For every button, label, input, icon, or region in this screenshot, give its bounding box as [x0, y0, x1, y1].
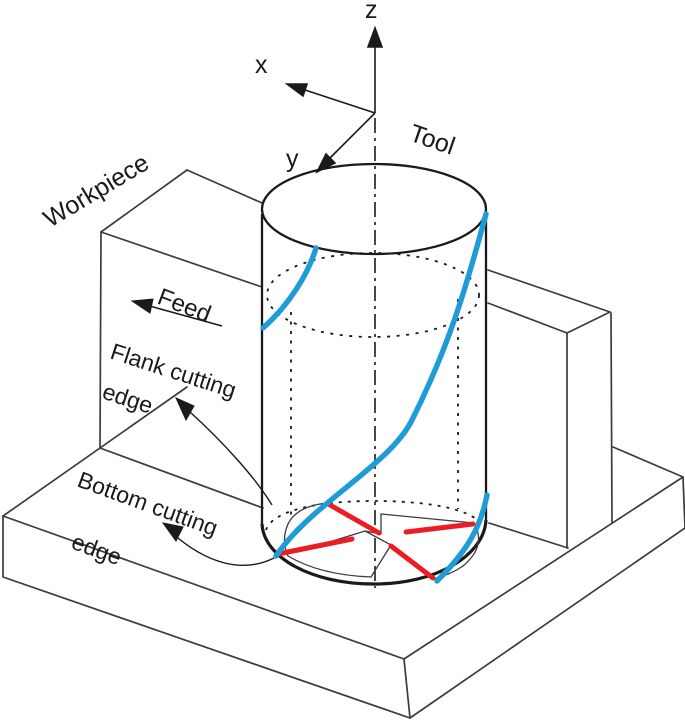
cylinder-top-face: [260, 162, 488, 256]
wall-top-back-edge: [487, 269, 611, 313]
axis-z-arrowhead: [366, 25, 384, 48]
feed-label: Feed: [154, 283, 215, 328]
workpiece-right-wall: [487, 269, 613, 549]
feed-arrow-line: [145, 304, 223, 327]
block-top-back-edge: [186, 169, 263, 204]
axis-x-line: [301, 88, 376, 114]
bottom-cutting-edge-label-line1: Bottom cutting: [74, 466, 221, 541]
end-face-arc-lower-right: [432, 565, 464, 580]
leader-arrows: [161, 397, 275, 566]
tool-label: Tool: [406, 119, 458, 160]
flank-edge-main-helix: [273, 211, 489, 559]
block-front-left-vertical: [99, 231, 102, 449]
flank-cutting-edges: [260, 211, 490, 584]
flank-cutting-edge-label-line2: edge: [99, 378, 156, 419]
floor-edge-right-wall: [488, 522, 569, 549]
hidden-surface-ellipse: [266, 252, 480, 338]
feed-arrow: [130, 298, 223, 327]
axis-y-arrowhead: [315, 152, 337, 174]
wall-top-end-edge: [566, 311, 611, 334]
bottom-cutting-edge-label-line2: edge: [68, 528, 125, 570]
bottom-edge-lip-4: [388, 543, 436, 581]
flank-edge-upper-left: [260, 245, 319, 331]
axis-y-label: y: [286, 145, 299, 173]
bottom-leader-arrowhead: [161, 522, 184, 542]
end-face-land-edge-2: [380, 513, 475, 524]
flank-leader-arrowhead: [175, 397, 195, 422]
tool-cylinder: [260, 118, 488, 588]
text-labels: z x y Tool Workpiece Feed Flank cutting …: [39, 0, 459, 570]
flank-leader-curve: [189, 411, 273, 506]
coordinate-axes: [284, 25, 384, 174]
wall-top-front-edge: [487, 302, 568, 334]
block-top-front-edge: [100, 231, 263, 288]
axis-x-arrowhead: [284, 83, 309, 98]
flank-edge-lower-right: [434, 492, 490, 584]
end-face-arc-lower-left: [287, 555, 372, 578]
end-face-center-link: [364, 530, 392, 546]
bottom-edge-lip-2: [275, 536, 355, 557]
bottom-edge-lip-1: [327, 502, 382, 536]
base-top-front-edges: [2, 476, 684, 660]
wall-right-vertical: [610, 312, 613, 523]
base-front-corner-edge: [403, 658, 411, 719]
bottom-edge-lip-3: [403, 521, 476, 535]
cylinder-bottom-hidden-arc: [265, 500, 484, 531]
axis-y-line: [327, 112, 376, 161]
bottom-cutting-edges: [275, 502, 476, 581]
workpiece-label: Workpiece: [39, 149, 154, 234]
bottom-leader-curve: [171, 532, 275, 566]
workpiece-left-block: [99, 169, 263, 449]
workpiece-base-plate: [2, 386, 685, 719]
feed-arrowhead: [130, 298, 154, 314]
block-top-left-edge: [100, 169, 188, 233]
base-back-right-edge: [612, 446, 684, 478]
end-face-arc-upper-left: [287, 502, 328, 525]
axis-z-label: z: [365, 0, 378, 24]
base-back-left-silhouette: [2, 386, 188, 517]
axis-x-label: x: [255, 51, 268, 79]
end-face-lower-left-rise: [370, 544, 392, 578]
floor-edge-left-block: [99, 447, 264, 509]
